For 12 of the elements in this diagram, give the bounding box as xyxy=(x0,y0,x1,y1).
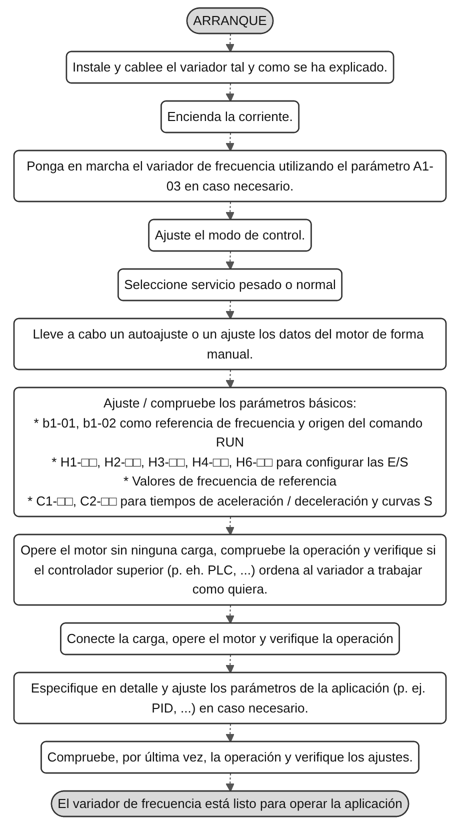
arrow xyxy=(226,516,234,536)
arrow xyxy=(226,724,234,742)
arrow xyxy=(226,251,234,270)
arrow xyxy=(226,300,234,320)
arrow xyxy=(226,83,234,102)
arrow xyxy=(226,34,234,52)
arrow xyxy=(226,654,234,674)
arrow xyxy=(226,132,234,152)
arrow xyxy=(226,605,234,624)
arrow xyxy=(226,202,234,220)
arrow xyxy=(226,773,234,792)
arrow xyxy=(226,370,234,388)
